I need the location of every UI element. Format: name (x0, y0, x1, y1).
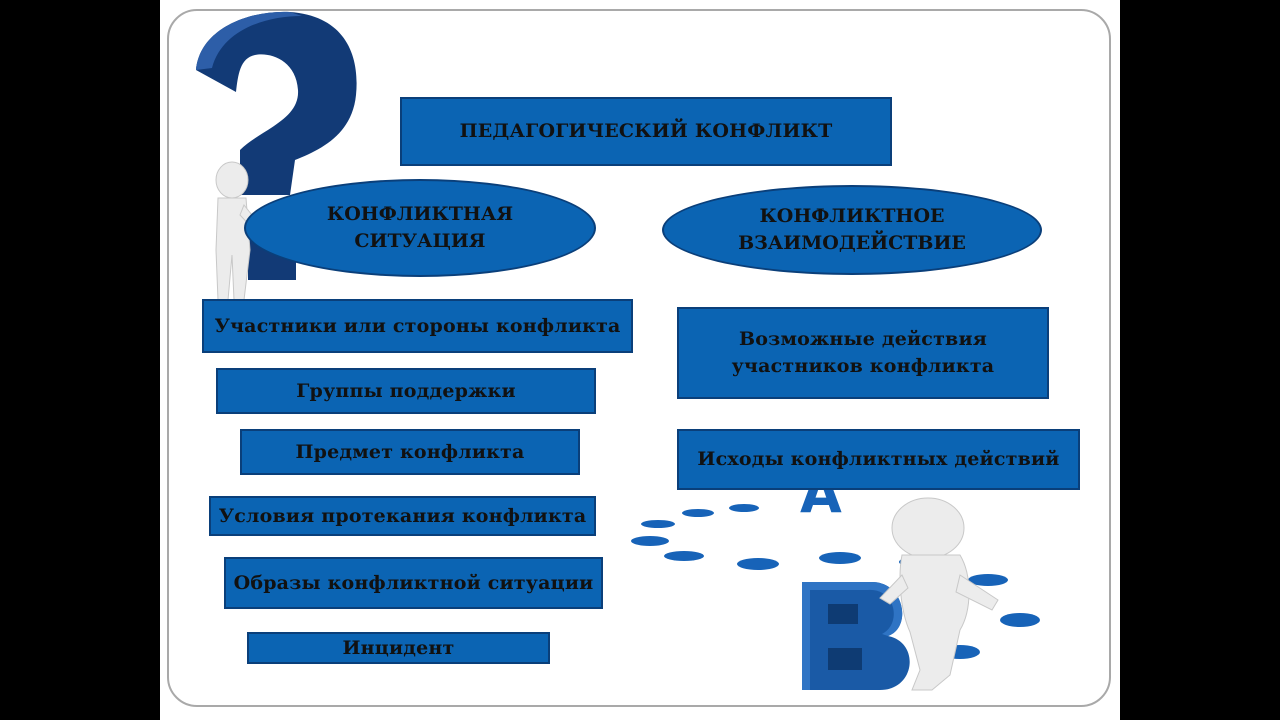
left-item-text: Условия протекания конфликта (218, 504, 587, 527)
oval-conflict-situation: КОНФЛИКТНАЯ СИТУАЦИЯ (244, 179, 596, 277)
left-item-box: Условия протекания конфликта (209, 496, 596, 536)
oval-conflict-situation-text: КОНФЛИКТНАЯ СИТУАЦИЯ (326, 203, 514, 252)
title-box: ПЕДАГОГИЧЕСКИЙ КОНФЛИКТ (400, 97, 892, 166)
title-text: ПЕДАГОГИЧЕСКИЙ КОНФЛИКТ (459, 120, 833, 142)
left-item-text: Участники или стороны конфликта (214, 314, 621, 337)
left-item-box: Образы конфликтной ситуации (224, 557, 603, 609)
left-item-box: Участники или стороны конфликта (202, 299, 633, 353)
oval-conflict-interaction: КОНФЛИКТНОЕ ВЗАИМОДЕЙСТВИЕ (662, 185, 1042, 275)
left-item-text: Инцидент (342, 636, 455, 659)
left-item-text: Предмет конфликта (295, 440, 525, 463)
left-item-text: Образы конфликтной ситуации (233, 571, 594, 594)
oval-conflict-interaction-text: КОНФЛИКТНОЕ ВЗАИМОДЕЙСТВИЕ (738, 205, 966, 254)
left-item-box: Группы поддержки (216, 368, 596, 414)
right-item-box: Исходы конфликтных действий (677, 429, 1080, 490)
left-item-box: Инцидент (247, 632, 550, 664)
right-item-text: Исходы конфликтных действий (697, 448, 1060, 470)
left-item-box: Предмет конфликта (240, 429, 580, 475)
right-item-text: Возможные действия участников конфликта (731, 328, 995, 377)
figure-left-icon (215, 161, 261, 301)
right-item-box: Возможные действия участников конфликта (677, 307, 1049, 399)
left-item-text: Группы поддержки (296, 379, 516, 402)
figure-right-icon (879, 497, 999, 691)
slide: A ПЕДАГОГИЧЕСКИЙ КОНФЛИКТ КОНФЛИКТНАЯ СИ… (160, 0, 1120, 720)
